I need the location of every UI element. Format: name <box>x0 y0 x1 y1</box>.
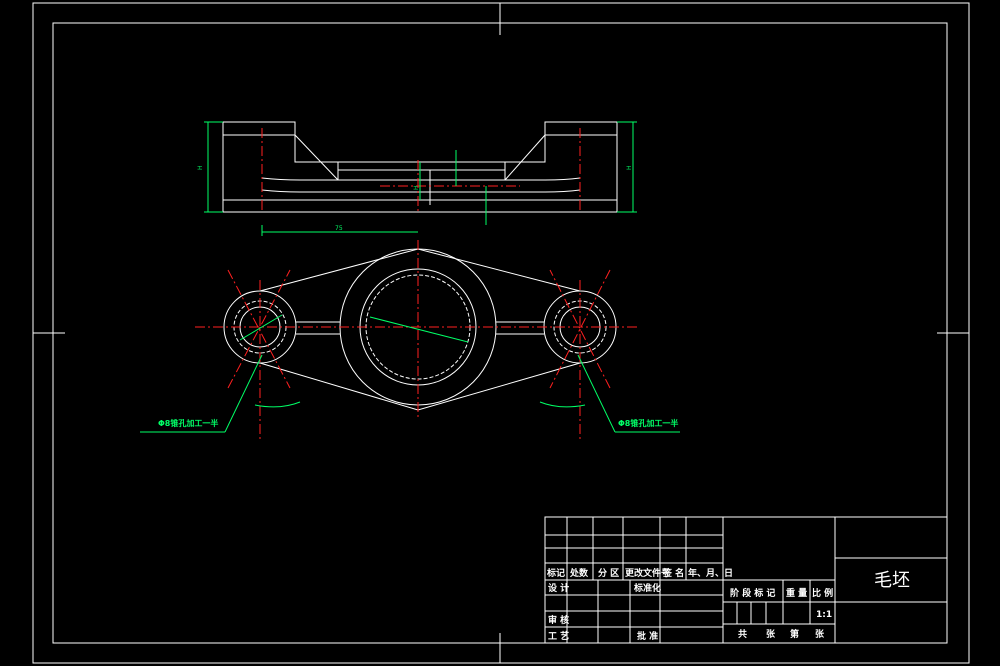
dim-span: 75 <box>335 225 343 232</box>
tb-sign-design: 设 计 <box>548 582 569 594</box>
tb-approve: 批 准 <box>637 630 658 642</box>
tb-sign-process: 工 艺 <box>548 630 569 642</box>
sheet-frame <box>32 2 970 664</box>
dim-right-height: H <box>626 165 633 170</box>
tb-header-2: 分 区 <box>598 567 619 579</box>
title-block-sign-rows: 设 计 标准化 审 核 工 艺 批 准 <box>548 582 661 642</box>
plan-view-dimensions <box>140 314 680 433</box>
title-block <box>544 516 948 644</box>
tb-standardization: 标准化 <box>633 582 661 594</box>
tb-header-0: 标记 <box>546 567 565 579</box>
tb-scale-label: 比 例 <box>812 587 833 599</box>
note-right: Φ8锥孔加工一半 <box>618 418 678 428</box>
tb-no: 第 <box>790 628 799 640</box>
dim-center-height: H <box>413 185 420 190</box>
tb-sheets-b: 张 <box>815 628 825 640</box>
tb-stage-mark: 阶 段 标 记 <box>730 587 775 599</box>
tb-header-1: 处数 <box>569 567 589 579</box>
tb-scale-value: 1:1 <box>816 610 832 620</box>
title-block-header-row: 标记 处数 分 区 更改文件号 签 名 年、月、日 <box>546 567 733 579</box>
title-block-stage: 阶 段 标 记 重 量 比 例 1:1 <box>730 587 833 620</box>
tb-weight: 重 量 <box>786 587 807 599</box>
tb-header-3: 更改文件号 <box>625 567 670 579</box>
front-view-centerlines <box>261 128 581 212</box>
front-view-dimensions <box>204 121 637 236</box>
tb-sheets-a: 张 <box>766 628 776 640</box>
note-left: Φ8锥孔加工一半 <box>158 418 218 428</box>
tb-sign-review: 审 核 <box>548 614 569 626</box>
dim-left-height: H <box>197 165 204 170</box>
front-view <box>222 121 618 213</box>
tb-total: 共 <box>738 628 747 640</box>
plan-view-centerlines <box>195 240 640 440</box>
drawing-title: 毛坯 <box>874 570 910 591</box>
tb-header-5: 年、月、日 <box>688 567 733 579</box>
tb-header-4: 签 名 <box>662 567 684 579</box>
title-block-sheet: 共 张 第 张 <box>738 628 825 640</box>
